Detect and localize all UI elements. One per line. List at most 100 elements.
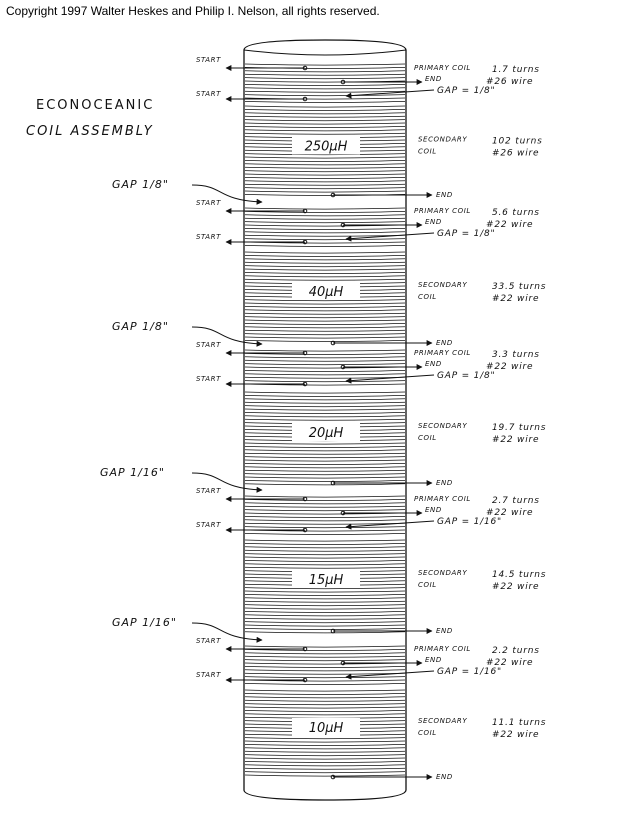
secondary-turns-label: 33.5 turns [492, 282, 546, 292]
winding-turn [244, 624, 406, 627]
winding-turn [244, 84, 406, 86]
winding-turn [244, 621, 406, 624]
winding-turn [244, 614, 406, 617]
lead-terminal [340, 660, 346, 666]
secondary-wire-label: #22 wire [492, 294, 539, 304]
winding-band [244, 539, 406, 634]
winding-turn [244, 617, 406, 620]
winding-turn [244, 696, 406, 699]
winding-turn [244, 214, 406, 217]
end-label: END [425, 75, 442, 83]
winding-turn [244, 699, 406, 702]
winding-turn [244, 587, 406, 590]
winding-turn [244, 356, 406, 359]
lead-terminal [302, 677, 308, 683]
lead-terminal [302, 239, 308, 245]
secondary-coil-label: COIL [418, 581, 437, 589]
winding-turn [244, 590, 406, 593]
winding-turn [244, 764, 406, 767]
inner-gap-label: GAP = 1/16" [437, 517, 502, 527]
windings-layer [244, 63, 406, 777]
winding-turn [244, 499, 406, 501]
winding-turn [244, 261, 406, 264]
secondary-coil-label: COIL [418, 293, 437, 301]
secondary-wire-label: #22 wire [492, 730, 539, 740]
secondary-label: SECONDARY [418, 281, 467, 289]
winding-band [244, 391, 406, 486]
inductance-label-bg [292, 282, 360, 300]
winding-turn [244, 761, 406, 763]
winding-turn [244, 418, 406, 421]
winding-turn [244, 566, 406, 569]
primary-wire-label: #22 wire [486, 508, 533, 518]
winding-turn [244, 546, 406, 549]
winding-turn [244, 153, 406, 156]
winding-turn [244, 73, 406, 76]
winding-turn [244, 122, 406, 125]
end-label: END [436, 479, 453, 487]
winding-band [244, 349, 406, 386]
inductance-label: 10μH [309, 721, 344, 736]
winding-turn [244, 495, 406, 498]
winding-turn [244, 543, 406, 545]
winding-band [244, 207, 406, 247]
winding-turn [244, 469, 406, 472]
winding-turn [244, 645, 406, 648]
secondary-turns-label: 19.7 turns [492, 423, 546, 433]
winding-turn [244, 268, 406, 271]
winding-turn [244, 412, 406, 414]
winding-turn [244, 363, 406, 366]
winding-turn [244, 502, 406, 505]
winding-turn [244, 737, 406, 740]
winding-turn [244, 689, 406, 692]
winding-turn [244, 255, 406, 257]
end-label: END [425, 218, 442, 226]
winding-turn [244, 265, 406, 268]
primary-coil-label: PRIMARY COIL [414, 207, 471, 215]
primary-coil-label: PRIMARY COIL [414, 645, 471, 653]
winding-band [244, 645, 406, 685]
winding-band [244, 105, 406, 196]
winding-turn [244, 611, 406, 613]
winding-turn [244, 473, 406, 476]
winding-turn [244, 676, 406, 679]
section-gap-pointer [191, 184, 263, 205]
winding-turn [244, 312, 406, 315]
primary-wire-label: #26 wire [486, 77, 533, 87]
section-gap-label: GAP 1/8" [112, 178, 169, 191]
inner-gap-pointer [345, 520, 435, 530]
inner-gap-pointer [345, 374, 435, 384]
inductance-label-bg [292, 136, 360, 155]
winding-turn [244, 132, 406, 135]
winding-turn [244, 101, 406, 103]
winding-turn [244, 483, 406, 486]
winding-turn [244, 251, 406, 254]
start-label: START [196, 671, 221, 679]
winding-turn [244, 463, 406, 465]
winding-turn [244, 333, 406, 336]
primary-turns-label: 2.2 turns [492, 646, 540, 656]
coil-form-outline [243, 39, 407, 801]
winding-turn [244, 459, 406, 462]
winding-band [244, 495, 406, 535]
end-label: END [425, 656, 442, 664]
winding-turn [244, 747, 406, 750]
winding-turn [244, 234, 406, 237]
winding-band [244, 63, 406, 103]
winding-turn [244, 395, 406, 397]
winding-turn [244, 126, 406, 128]
primary-coil-label: PRIMARY COIL [414, 495, 471, 503]
inductance-label: 20μH [309, 426, 344, 441]
inductance-label: 40μH [309, 285, 344, 300]
lead-terminal [330, 628, 336, 634]
winding-turn [244, 405, 406, 408]
winding-turn [244, 740, 406, 743]
start-label: START [196, 341, 221, 349]
start-label: START [196, 487, 221, 495]
winding-turn [244, 505, 406, 508]
winding-turn [244, 272, 406, 274]
winding-turn [244, 302, 406, 305]
winding-turn [244, 767, 406, 770]
winding-turn [244, 774, 406, 777]
